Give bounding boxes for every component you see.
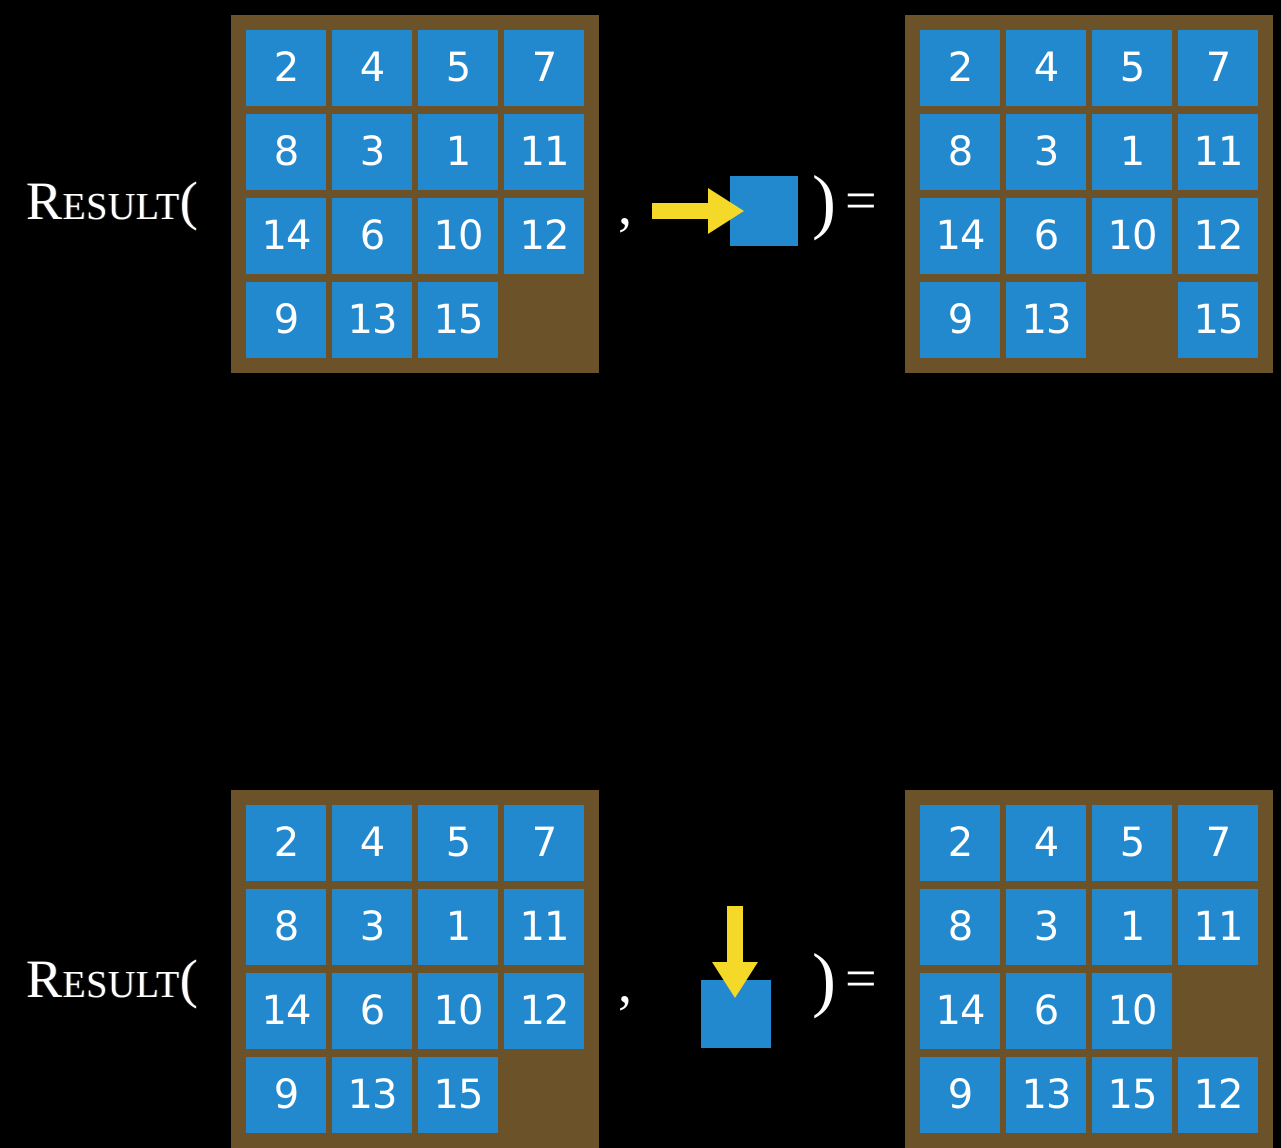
output-bottom-tile[interactable]: 6 (1006, 973, 1086, 1049)
input-top-tile[interactable]: 4 (332, 30, 412, 106)
output-top-tile[interactable]: 11 (1178, 114, 1258, 190)
output-top-tile[interactable]: 7 (1178, 30, 1258, 106)
output-bottom-tile[interactable]: 11 (1178, 889, 1258, 965)
output-bottom-tile[interactable]: 9 (920, 1057, 1000, 1133)
output-bottom-tile[interactable]: 8 (920, 889, 1000, 965)
output-bottom-tile[interactable]: 4 (1006, 805, 1086, 881)
comma-bottom: , (618, 953, 632, 1015)
output-top-tile[interactable]: 15 (1178, 282, 1258, 358)
equals-top: = (845, 170, 877, 232)
input-bottom-tile[interactable]: 12 (504, 973, 584, 1049)
input-top-tile[interactable]: 15 (418, 282, 498, 358)
output-bottom-tile[interactable]: 12 (1178, 1057, 1258, 1133)
output-bottom-tile[interactable]: 13 (1006, 1057, 1086, 1133)
output-top-tile[interactable]: 5 (1092, 30, 1172, 106)
result-label-bottom: Result( (26, 949, 199, 1009)
input-bottom-tile[interactable]: 13 (332, 1057, 412, 1133)
input-bottom-tile[interactable]: 7 (504, 805, 584, 881)
input-bottom-blank-cell (504, 1057, 584, 1133)
output-bottom-tile[interactable]: 2 (920, 805, 1000, 881)
output-top-tile[interactable]: 1 (1092, 114, 1172, 190)
input-top-tile[interactable]: 2 (246, 30, 326, 106)
output-top-tile[interactable]: 12 (1178, 198, 1258, 274)
output-top-tile[interactable]: 4 (1006, 30, 1086, 106)
input-bottom-tile[interactable]: 5 (418, 805, 498, 881)
input-bottom-tile[interactable]: 11 (504, 889, 584, 965)
arrow-right-icon (652, 188, 744, 234)
output-top-blank-cell (1092, 282, 1172, 358)
output-bottom-tile[interactable]: 5 (1092, 805, 1172, 881)
input-top-tile[interactable]: 5 (418, 30, 498, 106)
input-bottom-tile[interactable]: 10 (418, 973, 498, 1049)
equals-bottom: = (845, 948, 877, 1010)
input-bottom-tile[interactable]: 8 (246, 889, 326, 965)
output-top-tile[interactable]: 14 (920, 198, 1000, 274)
input-top-tile[interactable]: 3 (332, 114, 412, 190)
comma-top: , (618, 175, 632, 237)
input-top-tile[interactable]: 10 (418, 198, 498, 274)
input-bottom-tile[interactable]: 1 (418, 889, 498, 965)
input-top-tile[interactable]: 12 (504, 198, 584, 274)
input-top-tile[interactable]: 8 (246, 114, 326, 190)
close-paren-bottom: ) (812, 939, 836, 1019)
input-top-tile[interactable]: 7 (504, 30, 584, 106)
output-bottom-tile[interactable]: 1 (1092, 889, 1172, 965)
input-bottom-tile[interactable]: 2 (246, 805, 326, 881)
input-bottom-tile[interactable]: 6 (332, 973, 412, 1049)
output-bottom-tile[interactable]: 3 (1006, 889, 1086, 965)
input-top-tile[interactable]: 13 (332, 282, 412, 358)
output-bottom-tile[interactable]: 7 (1178, 805, 1258, 881)
input-top-tile[interactable]: 1 (418, 114, 498, 190)
close-paren-top: ) (812, 161, 836, 241)
input-top-blank-cell (504, 282, 584, 358)
output-bottom-tile[interactable]: 14 (920, 973, 1000, 1049)
output-bottom-blank-cell (1178, 973, 1258, 1049)
input-bottom-tile[interactable]: 9 (246, 1057, 326, 1133)
result-label-top: Result( (26, 171, 199, 231)
input-bottom-tile[interactable]: 14 (246, 973, 326, 1049)
output-bottom-tile[interactable]: 10 (1092, 973, 1172, 1049)
input-bottom-tile[interactable]: 3 (332, 889, 412, 965)
output-top-tile[interactable]: 9 (920, 282, 1000, 358)
input-top-tile[interactable]: 9 (246, 282, 326, 358)
output-bottom-tile[interactable]: 15 (1092, 1057, 1172, 1133)
output-top-tile[interactable]: 6 (1006, 198, 1086, 274)
output-top-tile[interactable]: 8 (920, 114, 1000, 190)
input-bottom-tile[interactable]: 15 (418, 1057, 498, 1133)
input-top-tile[interactable]: 6 (332, 198, 412, 274)
output-top-tile[interactable]: 3 (1006, 114, 1086, 190)
output-top-tile[interactable]: 2 (920, 30, 1000, 106)
arrow-down-icon (712, 906, 758, 998)
input-bottom-tile[interactable]: 4 (332, 805, 412, 881)
input-top-tile[interactable]: 11 (504, 114, 584, 190)
output-top-tile[interactable]: 13 (1006, 282, 1086, 358)
output-top-tile[interactable]: 10 (1092, 198, 1172, 274)
input-top-tile[interactable]: 14 (246, 198, 326, 274)
